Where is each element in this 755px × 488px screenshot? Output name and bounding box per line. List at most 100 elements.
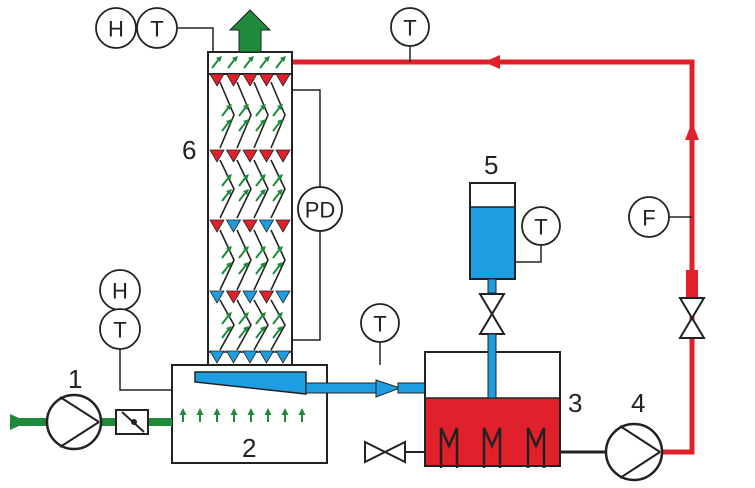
- air-arrow-icon: [213, 408, 221, 422]
- heating-elements-icon: [439, 427, 546, 468]
- spray-nozzle-icon: [242, 350, 258, 364]
- drain-valve-icon: [364, 440, 388, 464]
- svg-text:PD: PD: [305, 198, 336, 223]
- svg-text:T: T: [150, 17, 163, 42]
- air-arrow-icon: [298, 408, 306, 422]
- air-arrow-icon: [255, 262, 266, 275]
- gauge-inlet-humidity: H: [99, 269, 141, 311]
- air-arrow-icon: [221, 262, 232, 275]
- reservoir-valve-icon: [478, 293, 506, 316]
- air-arrow-icon: [255, 312, 266, 325]
- spray-nozzles: [209, 73, 291, 364]
- humidifier-chamber: [171, 364, 328, 464]
- air-arrow-icon: [255, 104, 266, 117]
- gauge-return-temperature: T: [390, 7, 430, 47]
- air-arrow-icon: [179, 408, 187, 422]
- air-arrow-icon: [259, 56, 270, 69]
- spray-nozzle-icon: [258, 290, 275, 304]
- air-arrow-icon: [238, 119, 249, 132]
- svg-text:H: H: [112, 279, 128, 304]
- air-arrow-icon: [264, 408, 272, 422]
- spray-nozzle-icon: [275, 290, 291, 304]
- air-arrow-icon: [238, 262, 249, 275]
- cooling-tower: [207, 9, 293, 366]
- spray-nozzle-icon: [209, 149, 225, 163]
- air-arrow-icon: [272, 189, 283, 202]
- gauge-inlet-temperature: T: [99, 308, 141, 350]
- air-arrow-icon: [255, 326, 266, 339]
- spray-nozzle-icon: [242, 149, 258, 163]
- spray-nozzle-icon: [225, 73, 242, 87]
- spray-nozzle-icon: [275, 73, 291, 87]
- air-arrow-icon: [255, 119, 266, 132]
- check-valve-icon: [115, 409, 149, 435]
- air-arrow-icon: [255, 174, 266, 187]
- spray-nozzle-icon: [242, 73, 258, 87]
- air-arrow-icon: [196, 408, 204, 422]
- air-flow-arrows: [211, 56, 286, 339]
- air-arrow-icon: [238, 189, 249, 202]
- spray-nozzle-icon: [258, 149, 275, 163]
- flow-direction-arrow-icon: [685, 122, 699, 140]
- air-arrow-icon: [272, 119, 283, 132]
- makeup-reservoir: [469, 182, 516, 399]
- spray-nozzle-icon: [258, 219, 275, 233]
- instrument-connectors: [119, 27, 692, 391]
- svg-text:F: F: [642, 206, 655, 231]
- air-arrow-icon: [221, 326, 232, 339]
- gauge-top-temperature: T: [136, 7, 178, 49]
- air-arrow-icon: [272, 326, 283, 339]
- gauge-feed-temperature: T: [360, 303, 400, 343]
- spray-nozzle-icon: [209, 219, 225, 233]
- spray-nozzle-icon: [258, 350, 275, 364]
- spray-nozzle-icon: [225, 290, 242, 304]
- air-arrow-icon: [221, 104, 232, 117]
- flow-direction-arrow-icon: [484, 55, 500, 69]
- air-arrow-icon: [238, 246, 249, 259]
- air-inlet-line: [10, 414, 172, 430]
- air-arrow-icon: [272, 262, 283, 275]
- air-arrow-icon: [275, 56, 286, 69]
- svg-text:T: T: [534, 215, 547, 240]
- air-arrow-icon: [238, 174, 249, 187]
- spray-nozzle-icon: [242, 219, 258, 233]
- gauge-reservoir-temperature: T: [521, 206, 561, 246]
- hot-water-return-line: [292, 55, 699, 455]
- gauge-top-humidity: H: [95, 7, 137, 49]
- spray-nozzle-icon: [209, 290, 225, 304]
- air-arrow-icon: [238, 312, 249, 325]
- air-arrow-icon: [221, 312, 232, 325]
- spray-nozzle-icon: [209, 73, 225, 87]
- air-arrow-icon: [247, 408, 255, 422]
- air-arrow-icon: [272, 246, 283, 259]
- spray-nozzle-icon: [275, 149, 291, 163]
- air-arrow-icon: [238, 326, 249, 339]
- air-blower: [45, 393, 103, 451]
- spray-nozzle-icon: [242, 290, 258, 304]
- spray-nozzle-icon: [225, 350, 242, 364]
- air-arrow-icon: [238, 104, 249, 117]
- label-tank-3: 3: [568, 388, 582, 418]
- svg-text:T: T: [113, 318, 126, 343]
- air-arrow-icon: [221, 119, 232, 132]
- spray-nozzle-icon: [225, 219, 242, 233]
- loop-valve-icon: [678, 270, 706, 339]
- exhaust-air-arrow-icon: [228, 9, 272, 53]
- circulation-pump: [604, 422, 664, 482]
- spray-nozzle-icon: [209, 350, 225, 364]
- air-arrow-icon: [272, 104, 283, 117]
- spray-nozzle-icon: [275, 219, 291, 233]
- label-pump-4: 4: [631, 388, 645, 418]
- air-arrow-icon: [221, 174, 232, 187]
- spray-nozzle-icon: [258, 73, 275, 87]
- air-arrow-icon: [255, 246, 266, 259]
- water-trough: [194, 371, 307, 395]
- svg-text:T: T: [403, 16, 416, 41]
- air-arrow-icon: [227, 56, 238, 69]
- svg-text:T: T: [373, 312, 386, 337]
- air-arrow-icon: [255, 189, 266, 202]
- label-humidifier-2: 2: [242, 433, 256, 463]
- label-pump-1: 1: [68, 364, 82, 394]
